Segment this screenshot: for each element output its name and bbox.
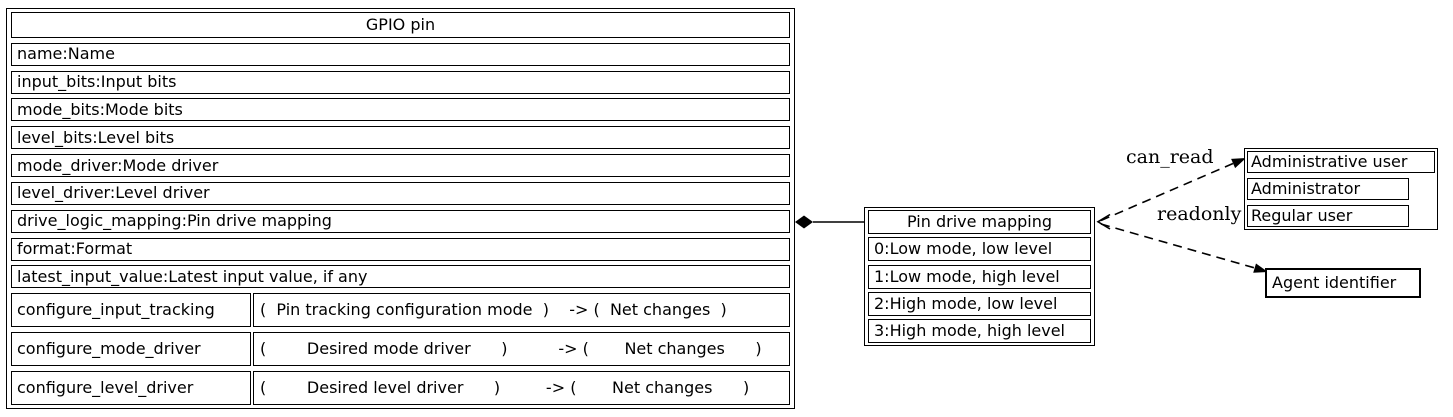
- gpio-field-row: mode_driver:Mode driver: [11, 154, 790, 178]
- user-type-row: Regular user: [1247, 205, 1409, 227]
- open-arrowhead-icon: [1096, 213, 1111, 230]
- gpio-method-signature: ( Desired level driver ) -> ( Net change…: [253, 370, 790, 405]
- gpio-field-row: level_bits:Level bits: [11, 126, 790, 150]
- edge-label-readonly: readonly: [1157, 203, 1242, 225]
- gpio-method-row: configure_input_tracking ( Pin tracking …: [11, 293, 790, 328]
- pin-drive-mapping-row: 0:Low mode, low level: [868, 237, 1091, 262]
- pin-drive-mapping-node: Pin drive mapping 0:Low mode, low level …: [864, 207, 1095, 346]
- agent-identifier-node: Agent identifier: [1265, 268, 1421, 298]
- user-types-title: Administrative user: [1247, 151, 1435, 173]
- agent-identifier-title: Agent identifier: [1266, 269, 1420, 297]
- gpio-field-row: mode_bits:Mode bits: [11, 98, 790, 122]
- gpio-method-name: configure_level_driver: [11, 370, 251, 405]
- gpio-field-row: level_driver:Level driver: [11, 181, 790, 205]
- gpio-method-row: configure_mode_driver ( Desired mode dri…: [11, 332, 790, 367]
- gpio-field-row: latest_input_value:Latest input value, i…: [11, 265, 790, 289]
- user-type-row: Administrator: [1247, 178, 1409, 200]
- user-types-node: Administrative user Administrator Regula…: [1244, 148, 1438, 230]
- gpio-method-name: configure_mode_driver: [11, 332, 251, 367]
- gpio-method-signature: ( Pin tracking configuration mode ) -> (…: [253, 293, 790, 328]
- gpio-field-row: name:Name: [11, 42, 790, 66]
- pin-drive-mapping-title: Pin drive mapping: [868, 210, 1091, 234]
- gpio-pin-title: GPIO pin: [11, 12, 790, 38]
- gpio-field-row: drive_logic_mapping:Pin drive mapping: [11, 209, 790, 233]
- composition-diamond-icon: [795, 215, 813, 229]
- gpio-method-name: configure_input_tracking: [11, 293, 251, 328]
- gpio-method-signature: ( Desired mode driver ) -> ( Net changes…: [253, 332, 790, 367]
- readonly-edge: [1100, 223, 1256, 269]
- pin-drive-mapping-row: 3:High mode, high level: [868, 319, 1091, 343]
- gpio-field-row: input_bits:Input bits: [11, 70, 790, 94]
- pin-drive-mapping-row: 1:Low mode, high level: [868, 264, 1091, 289]
- gpio-pin-node: GPIO pin name:Name input_bits:Input bits…: [6, 8, 795, 409]
- gpio-method-row: configure_level_driver ( Desired level d…: [11, 370, 790, 405]
- pin-drive-mapping-row: 2:High mode, low level: [868, 291, 1091, 316]
- gpio-field-row: format:Format: [11, 237, 790, 261]
- edge-label-can-read: can_read: [1126, 146, 1214, 168]
